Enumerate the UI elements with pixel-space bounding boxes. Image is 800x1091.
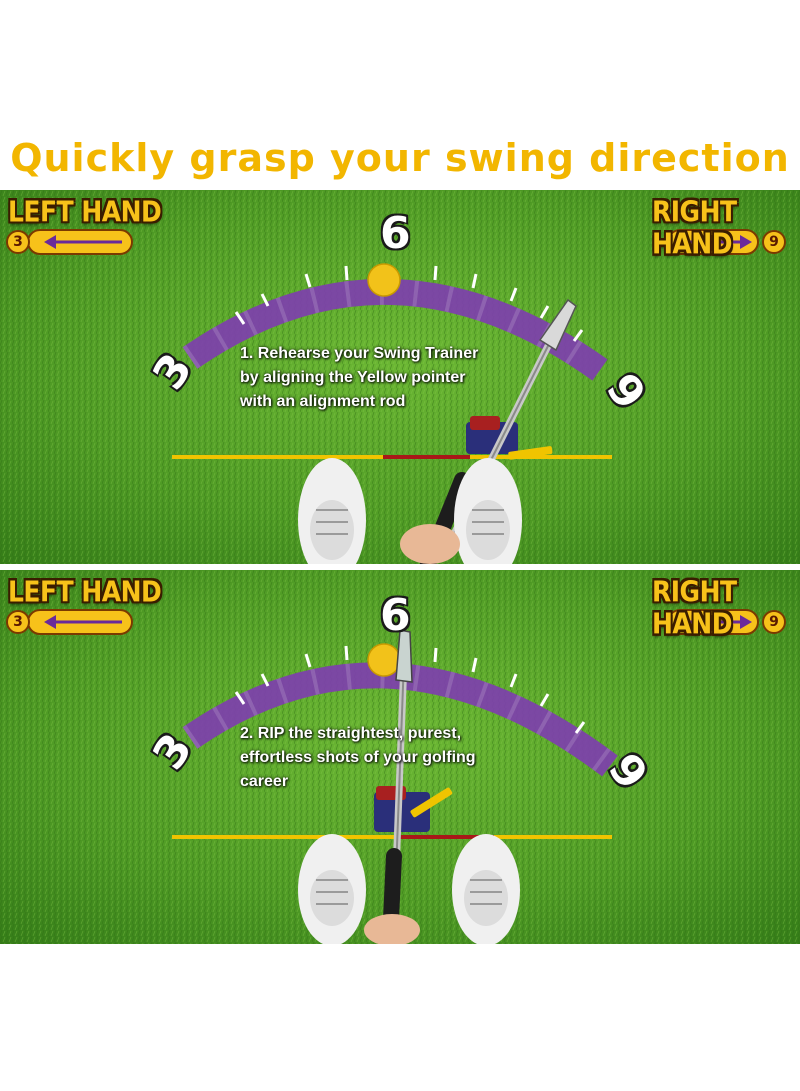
- page-title: Quickly grasp your swing direction: [10, 136, 790, 180]
- instruction-line: with an alignment rod: [240, 393, 406, 410]
- instruction-text: 2. RIP the straightest, purest, effortle…: [240, 722, 476, 794]
- dial-arc: [182, 662, 618, 777]
- left-hand-label: LEFT HAND: [8, 574, 162, 609]
- left-arrow-icon: [27, 609, 133, 635]
- left-shoe: [298, 458, 366, 564]
- instruction-line: 1. Rehearse your Swing Trainer: [240, 345, 479, 362]
- yellow-ball: [367, 643, 401, 677]
- dial-number-top: 6: [380, 590, 411, 641]
- swing-panel-2: LEFT HAND RIGHT HAND 3 9 6 3 9 2. RIP th…: [0, 570, 800, 944]
- right-number-badge: 9: [762, 230, 786, 254]
- right-number-badge: 9: [762, 610, 786, 634]
- grass-scene: [0, 190, 800, 564]
- dial-ticks: [234, 265, 584, 342]
- left-arrow-icon: [27, 229, 133, 255]
- instruction-line: career: [240, 773, 289, 790]
- club-head: [538, 298, 577, 352]
- left-shoe: [298, 834, 366, 944]
- instruction-text: 1. Rehearse your Swing Trainer by aligni…: [240, 342, 478, 414]
- instruction-line: effortless shots of your golfing: [240, 749, 476, 766]
- hand: [400, 524, 460, 564]
- left-number-badge: 3: [6, 610, 30, 634]
- right-arrow-icon: [667, 229, 759, 255]
- instruction-line: 2. RIP the straightest, purest,: [240, 725, 462, 742]
- club-head: [395, 629, 413, 683]
- right-arrow-icon: [667, 609, 759, 635]
- swing-panel-1: LEFT HAND RIGHT HAND 3 9 6 3 9 1. Rehear…: [0, 190, 800, 564]
- right-hand-label: RIGHT HAND: [652, 574, 737, 641]
- right-shoe: [452, 834, 520, 944]
- hand: [364, 914, 420, 944]
- left-hand-label: LEFT HAND: [8, 194, 162, 229]
- instruction-line: by aligning the Yellow pointer: [240, 369, 466, 386]
- dial-ticks: [234, 645, 586, 734]
- dial-number-top: 6: [380, 208, 411, 259]
- left-number-badge: 3: [6, 230, 30, 254]
- right-shoe: [454, 458, 522, 564]
- yellow-ball: [367, 263, 401, 297]
- grass-scene: [0, 570, 800, 944]
- right-hand-label: RIGHT HAND: [652, 194, 737, 261]
